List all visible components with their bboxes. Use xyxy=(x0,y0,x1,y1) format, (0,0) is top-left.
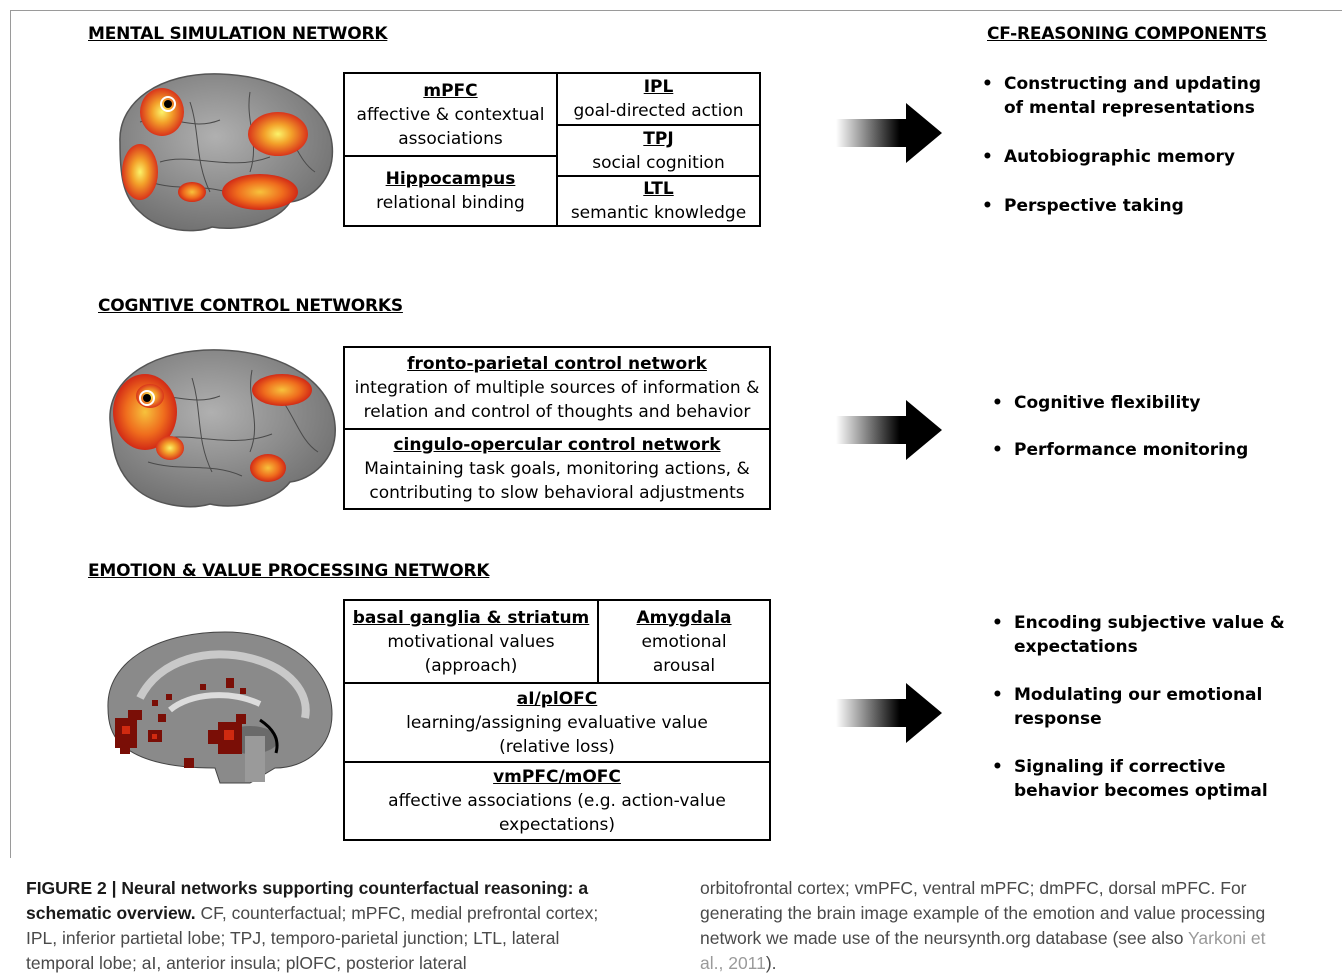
components-list-2: Cognitive flexibility Performance monito… xyxy=(990,391,1290,462)
ipl-title: IPL xyxy=(643,77,674,97)
ai-plofc-cell: aI/plOFC learning/assigning evaluative v… xyxy=(406,688,708,757)
hippocampus-cell: Hippocampus relational binding xyxy=(376,169,525,213)
lateral-brain-image-1 xyxy=(119,73,334,232)
list-item: Performance monitoring xyxy=(990,438,1290,462)
figure-frame xyxy=(10,10,1342,858)
emotion-value-heading: EMOTION & VALUE PROCESSING NETWORK xyxy=(88,561,490,581)
ipl-cell: IPL goal-directed action xyxy=(573,77,744,121)
cingulo-opercular-title: cingulo-opercular control network xyxy=(393,435,721,455)
components-list-1: Constructing and updating of mental repr… xyxy=(980,72,1280,218)
ltl-cell: LTL semantic knowledge xyxy=(570,179,747,223)
caption-text-left: CF, counterfactual; mPFC, medial prefron… xyxy=(26,903,599,973)
figure-caption-left: FIGURE 2 | Neural networks supporting co… xyxy=(26,876,626,976)
citation-link[interactable]: Yarkoni et al., 2011 xyxy=(700,928,1266,973)
list-item: Cognitive flexibility xyxy=(990,391,1290,415)
mental-simulation-table: mPFC affective & contextual associations… xyxy=(343,72,761,227)
list-item: Signaling if corrective behavior becomes… xyxy=(990,755,1290,803)
caption-label: FIGURE 2 | Neural networks supporting co… xyxy=(26,878,589,923)
fronto-parietal-title: fronto-parietal control network xyxy=(407,354,707,374)
arrow-right-icon xyxy=(836,400,942,460)
mpfc-cell: mPFC affective & contextual associations xyxy=(356,80,545,149)
ltl-title: LTL xyxy=(643,179,674,199)
list-item: Modulating our emotional response xyxy=(990,683,1290,731)
mental-simulation-heading: MENTAL SIMULATION NETWORK xyxy=(88,24,388,44)
control-networks-table: fronto-parietal control network integrat… xyxy=(343,346,771,510)
hippocampus-title: Hippocampus xyxy=(385,169,516,189)
cingulo-opercular-cell: cingulo-opercular control network Mainta… xyxy=(364,435,750,503)
list-item: Autobiographic memory xyxy=(980,145,1280,169)
figure-caption-right: orbitofrontal cortex; vmPFC, ventral mPF… xyxy=(700,878,1266,973)
arrow-right-icon xyxy=(836,103,942,163)
emotion-value-table: basal ganglia & striatum motivational va… xyxy=(343,599,771,841)
list-item: Constructing and updating of mental repr… xyxy=(980,72,1280,120)
caption-text-right: orbitofrontal cortex; vmPFC, ventral mPF… xyxy=(700,878,1266,948)
amygdala-title: Amygdala xyxy=(636,607,732,628)
arrow-right-icon xyxy=(836,683,942,743)
mpfc-title: mPFC xyxy=(423,80,478,101)
lateral-brain-image-2 xyxy=(109,349,336,508)
cf-components-heading: CF-REASONING COMPONENTS xyxy=(987,24,1267,44)
ai-plofc-title: aI/plOFC xyxy=(516,688,598,709)
basal-ganglia-title: basal ganglia & striatum xyxy=(352,607,590,628)
cognitive-control-heading: COGNTIVE CONTROL NETWORKS xyxy=(98,296,403,316)
list-item: Perspective taking xyxy=(980,194,1280,218)
vmpfc-title: vmPFC/mOFC xyxy=(493,767,621,787)
sagittal-brain-image xyxy=(107,631,333,784)
tpj-cell: TPJ social cognition xyxy=(592,128,725,173)
fronto-parietal-cell: fronto-parietal control network integrat… xyxy=(354,354,760,422)
tpj-title: TPJ xyxy=(643,128,674,149)
components-list-3: Encoding subjective value & expectations… xyxy=(990,611,1290,803)
vmpfc-cell: vmPFC/mOFC affective associations (e.g. … xyxy=(388,767,726,835)
amygdala-cell: Amygdala emotional arousal xyxy=(636,607,732,676)
list-item: Encoding subjective value & expectations xyxy=(990,611,1290,659)
basal-ganglia-cell: basal ganglia & striatum motivational va… xyxy=(352,607,590,676)
